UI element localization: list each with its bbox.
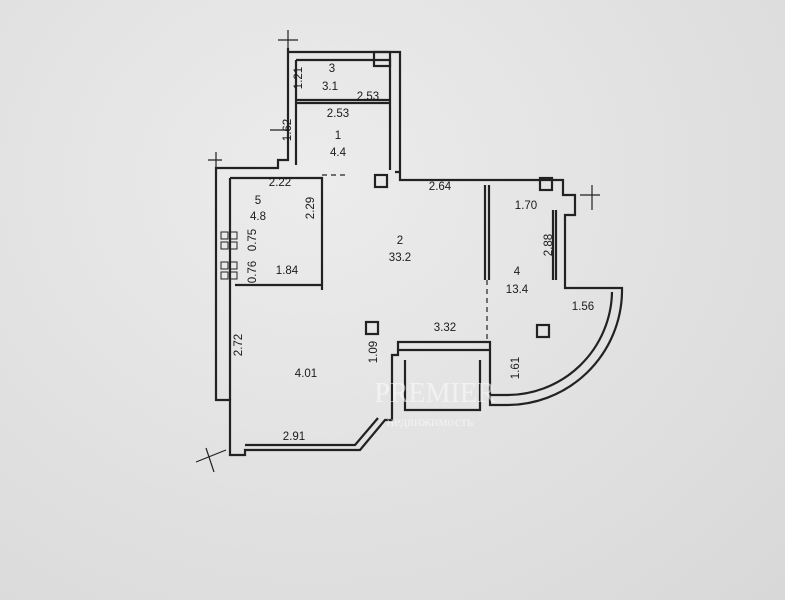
- room-5-area: 4.8: [250, 211, 266, 223]
- watermark-brand: PREMIER: [374, 378, 496, 409]
- dim-label: 2.91: [283, 431, 305, 443]
- dim-label: 1.70: [515, 200, 537, 212]
- dim-label: 1.61: [510, 357, 522, 379]
- dim-label: 2.22: [269, 177, 291, 189]
- dim-label: 1.21: [293, 67, 305, 89]
- room-1-number: 1: [335, 130, 341, 142]
- dim-label: 2.29: [305, 197, 317, 219]
- dim-label: 2.72: [233, 334, 245, 356]
- stove-icon: [220, 231, 238, 280]
- column: [364, 320, 380, 336]
- column: [535, 323, 551, 339]
- dim-label: 1.84: [276, 265, 299, 277]
- room-4-number: 4: [514, 266, 521, 278]
- dim-label: 0.76: [247, 261, 259, 283]
- dim-label: 1.56: [572, 301, 594, 313]
- dim-label: 2.64: [429, 181, 452, 193]
- dim-label: 4.01: [295, 368, 317, 380]
- dim-label: 2.53: [327, 108, 349, 120]
- room-2-area: 33.2: [389, 252, 411, 264]
- room-4-area: 13.4: [506, 284, 529, 296]
- shaft: [372, 50, 392, 68]
- outer-wall: [214, 48, 624, 457]
- dim-label: 3.32: [434, 322, 456, 334]
- walls: [195, 30, 624, 473]
- room-3-number: 3: [329, 63, 335, 75]
- column: [373, 173, 389, 189]
- partition: [483, 185, 491, 280]
- watermark-subtitle: недвижимость: [387, 415, 474, 430]
- opening-line: [322, 174, 488, 340]
- dim-label: 1.62: [282, 119, 294, 141]
- labels: 3 3.1 2.53 2.53 1 4.4 1.21 1.62 2.22 5 4…: [233, 63, 594, 443]
- column: [538, 176, 554, 192]
- dim-label: 1.09: [368, 341, 380, 363]
- room-1-area: 4.4: [330, 147, 347, 159]
- dim-label: 2.53: [357, 91, 379, 103]
- axis-marks: [195, 30, 600, 473]
- dim-label: 0.75: [247, 229, 259, 251]
- room-3-area: 3.1: [322, 81, 338, 93]
- watermark: PREMIER недвижимость: [374, 378, 496, 430]
- dim-label: 2.88: [543, 234, 555, 256]
- room-5-number: 5: [255, 195, 261, 207]
- room-2-number: 2: [397, 235, 403, 247]
